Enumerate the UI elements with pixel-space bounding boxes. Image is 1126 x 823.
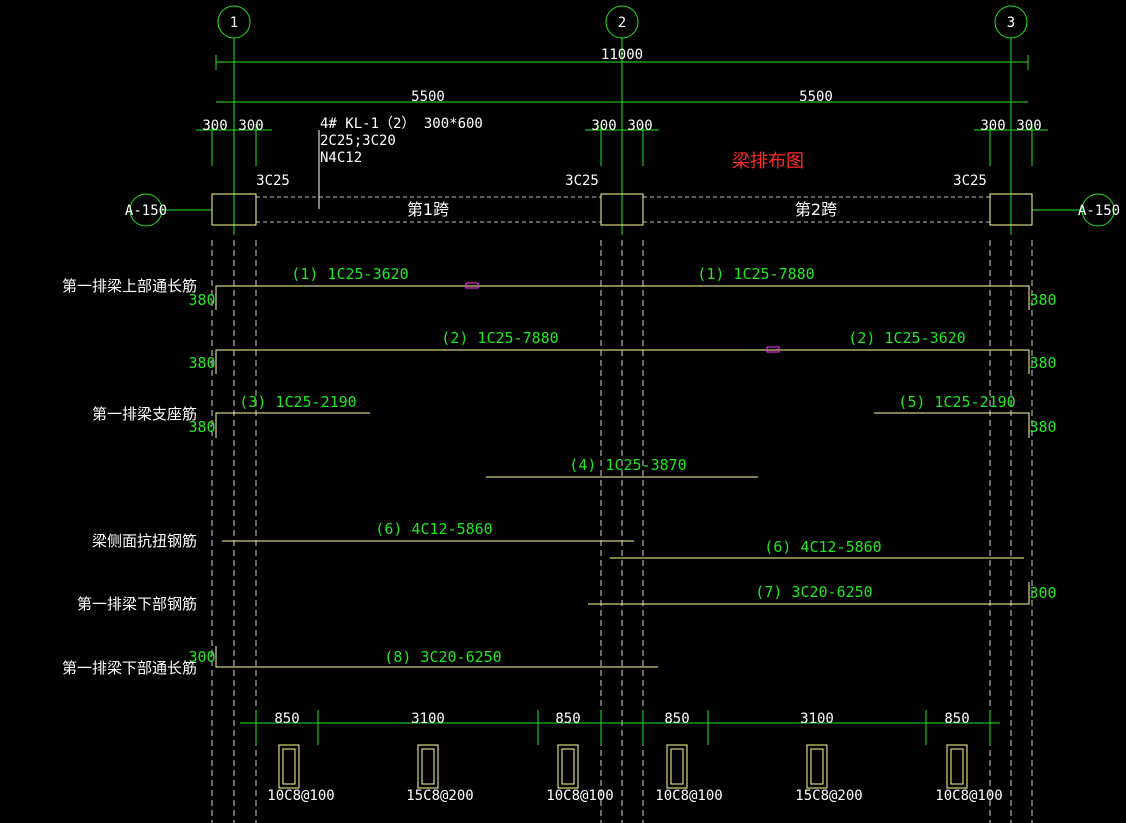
bar-label-4: (4) 1C25-3870 <box>569 456 686 474</box>
dim-col-2a: 300 <box>591 118 616 134</box>
bar-label-8: (8) 3C20-6250 <box>384 648 501 666</box>
stirrup-icon-2 <box>417 744 439 789</box>
stirrup-spec-5: 15C8@200 <box>795 788 862 804</box>
row-label-bottom: 第一排梁下部钢筋 <box>77 595 197 613</box>
stirrup-spec-3: 10C8@100 <box>546 788 613 804</box>
stirrup-dim-6: 850 <box>944 711 969 727</box>
stirrup-spec-2: 15C8@200 <box>406 788 473 804</box>
rebar-support-5 <box>874 412 1030 438</box>
column-2 <box>600 193 644 226</box>
stirrup-dim-3: 850 <box>555 711 580 727</box>
rebar-top-through-1 <box>215 285 1030 310</box>
axis-label-2: 2 <box>618 15 626 31</box>
stirrup-dim-5: 3100 <box>800 711 834 727</box>
dim-total: 11000 <box>601 47 643 63</box>
row-label-bottom-through: 第一排梁下部通长筋 <box>62 659 197 677</box>
row-label-support: 第一排梁支座筋 <box>92 405 197 423</box>
row-label-side: 梁侧面抗扭钢筋 <box>92 532 197 550</box>
stirrup-dim-2: 3100 <box>411 711 445 727</box>
axis-label-1: 1 <box>230 15 238 31</box>
dim-col-3a: 300 <box>980 118 1005 134</box>
dim-col-1a: 300 <box>202 118 227 134</box>
stirrup-icon-1 <box>278 744 300 789</box>
rebar-top-through-2 <box>215 349 1030 374</box>
beam-note-line1: 4# KL-1（2） 300*600 <box>320 116 483 132</box>
drawing-title: 梁排布图 <box>732 151 804 172</box>
support-top-1: 3C25 <box>256 173 290 189</box>
stirrup-spec-1: 10C8@100 <box>267 788 334 804</box>
column-3 <box>989 193 1033 226</box>
bar-label-6b: (6) 4C12-5860 <box>764 538 881 556</box>
hook-1l: 380 <box>188 291 215 309</box>
dim-span-2: 5500 <box>799 89 833 105</box>
stirrup-icon-3 <box>557 744 579 789</box>
bar-label-7: (7) 3C20-6250 <box>755 583 872 601</box>
stirrup-icons <box>278 744 968 789</box>
span-label-2: 第2跨 <box>795 200 837 219</box>
splice-marker-1 <box>465 282 479 289</box>
hook-7r: 300 <box>1029 584 1056 602</box>
dim-col-3b: 300 <box>1016 118 1041 134</box>
rebar-bottom-8 <box>215 646 658 668</box>
axis-label-3: 3 <box>1007 15 1015 31</box>
dim-span-1: 5500 <box>411 89 445 105</box>
rebar-lines <box>215 285 1030 668</box>
hook-1r: 380 <box>1029 291 1056 309</box>
stirrup-dim-1: 850 <box>274 711 299 727</box>
axis-grid <box>129 5 1115 745</box>
support-top-3: 3C25 <box>953 173 987 189</box>
stirrup-spec-6: 10C8@100 <box>935 788 1002 804</box>
beam-note-line2: 2C25;3C20 <box>320 133 396 149</box>
stirrup-icon-4 <box>666 744 688 789</box>
support-top-2: 3C25 <box>565 173 599 189</box>
bar-label-2a: (2) 1C25-7880 <box>441 329 558 347</box>
span-label-1: 第1跨 <box>407 200 449 219</box>
bar-label-3: (3) 1C25-2190 <box>239 393 356 411</box>
side-label-left: A-150 <box>125 203 167 219</box>
stirrup-icon-6 <box>946 744 968 789</box>
beam-note-line3: N4C12 <box>320 150 362 166</box>
guide-lines <box>211 240 1033 823</box>
row-label-top-through: 第一排梁上部通长筋 <box>62 277 197 295</box>
bar-label-2b: (2) 1C25-3620 <box>848 329 965 347</box>
bar-label-1a: (1) 1C25-3620 <box>291 265 408 283</box>
splice-marker-2 <box>766 346 780 353</box>
hook-2l: 380 <box>188 354 215 372</box>
bar-label-1b: (1) 1C25-7880 <box>697 265 814 283</box>
stirrup-spec-4: 10C8@100 <box>655 788 722 804</box>
side-label-right: A-150 <box>1078 203 1120 219</box>
dim-col-2b: 300 <box>627 118 652 134</box>
stirrup-dim-4: 850 <box>664 711 689 727</box>
hook-5r: 380 <box>1029 418 1056 436</box>
dim-col-1b: 300 <box>238 118 263 134</box>
hook-2r: 380 <box>1029 354 1056 372</box>
hook-3l: 380 <box>188 418 215 436</box>
stirrup-icon-5 <box>806 744 828 789</box>
column-1 <box>211 193 257 226</box>
hook-8l: 300 <box>188 648 215 666</box>
bar-label-6a: (6) 4C12-5860 <box>375 520 492 538</box>
splice-markers <box>465 282 780 353</box>
bar-label-5: (5) 1C25-2190 <box>898 393 1015 411</box>
rebar-bottom-7 <box>588 582 1030 605</box>
beam-outline <box>211 130 1033 226</box>
rebar-support-3 <box>215 412 370 438</box>
